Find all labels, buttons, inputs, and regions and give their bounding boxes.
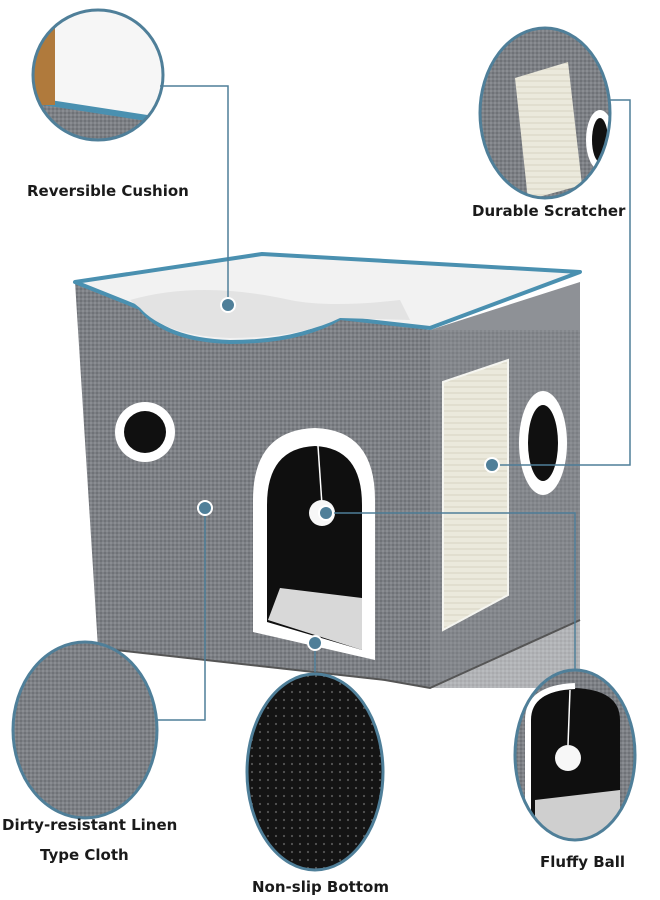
dot-linen: [197, 500, 213, 516]
dot-cushion: [220, 297, 236, 313]
label-linen-line1: Dirty-resistant Linen: [2, 816, 178, 834]
dot-ball: [318, 505, 334, 521]
leader-lines: [155, 85, 631, 721]
callout-bottom-circle: [245, 672, 385, 872]
cat-house: [73, 252, 582, 690]
leader-scratcher: [492, 99, 631, 466]
callout-scratcher-circle: [478, 26, 612, 200]
callout-ball-circle: [513, 668, 637, 842]
dot-scratcher: [484, 457, 500, 473]
dot-bottom: [307, 635, 323, 651]
callout-linen-circle: [11, 640, 159, 820]
leader-linen: [155, 510, 206, 721]
label-non-slip-bottom: Non-slip Bottom: [252, 878, 389, 896]
leader-dots: [197, 297, 500, 651]
label-reversible-cushion: Reversible Cushion: [27, 182, 189, 200]
label-fluffy-ball: Fluffy Ball: [540, 853, 626, 871]
leader-ball: [322, 512, 576, 670]
callout-cushion-circle: [31, 8, 165, 142]
scratcher-pad: [442, 358, 509, 632]
label-durable-scratcher: Durable Scratcher: [472, 202, 626, 220]
label-linen-line2: Type Cloth: [40, 846, 129, 864]
leader-cushion: [160, 85, 229, 305]
